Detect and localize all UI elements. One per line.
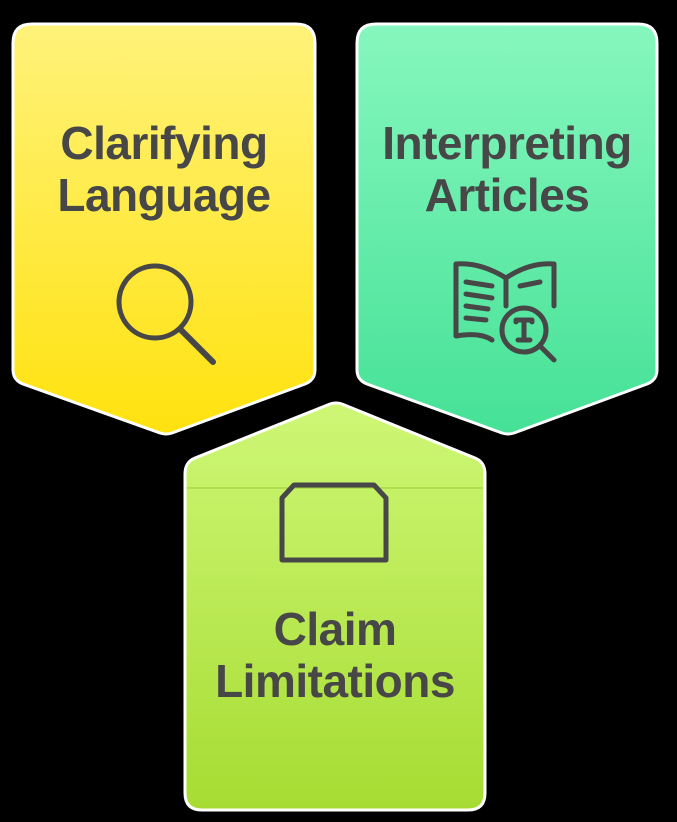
badge-clarifying-language-label: Clarifying Language [13, 117, 315, 221]
label-line-1: Interpreting [382, 117, 632, 169]
badge-claim-limitations-label: Claim Limitations [185, 603, 485, 707]
badge-claim-limitations-shape [183, 401, 487, 812]
label-line-1: Clarifying [60, 117, 268, 169]
label-line-2: Limitations [215, 654, 455, 707]
label-line-2: Articles [424, 168, 590, 221]
label-line-2: Language [57, 168, 271, 221]
badge-clarifying-language-shape [11, 22, 317, 436]
label-line-1: Claim [273, 603, 397, 655]
bounded-box-icon [279, 482, 389, 563]
badge-interpreting-articles-shape [355, 22, 659, 436]
magnifying-glass-icon [116, 263, 216, 365]
badge-interpreting-articles-label: Interpreting Articles [357, 117, 657, 221]
book-text-search-icon [453, 261, 557, 363]
